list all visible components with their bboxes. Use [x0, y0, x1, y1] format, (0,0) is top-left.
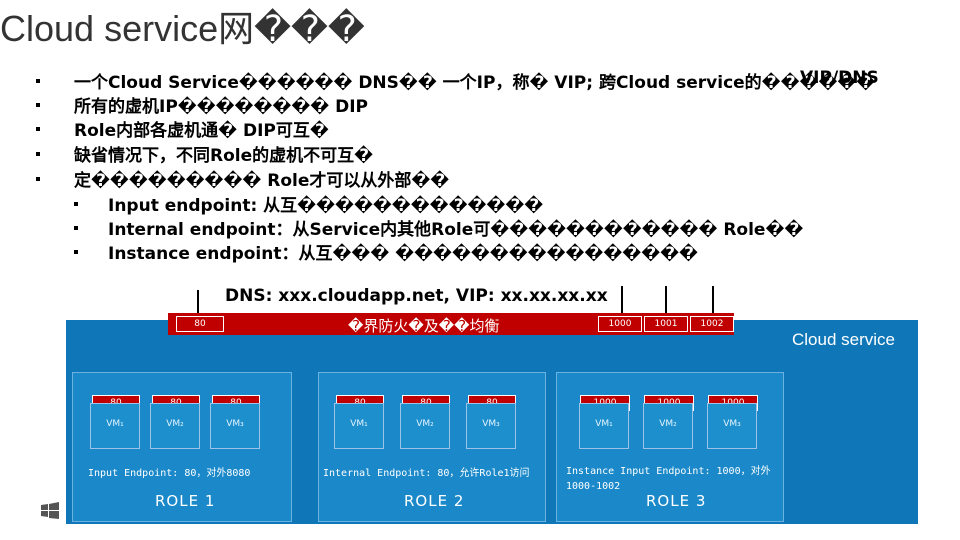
- bullet-dot: [36, 152, 40, 156]
- bullet-dot: [36, 177, 40, 181]
- role-1-vm-2: VM₂: [150, 403, 200, 449]
- page-title: Cloud service网���: [0, 8, 365, 49]
- sub-bullet-input-endpoint: Input endpoint: 从互�������������: [108, 196, 544, 216]
- role-1-caption: Input Endpoint: 80，对外8080: [88, 468, 251, 479]
- sub-bullet-dot: [74, 250, 78, 254]
- firewall-port-1002: 1002: [690, 316, 734, 332]
- role-1-vm-3: VM₃: [210, 403, 260, 449]
- bullet-1: 一个Cloud Service������ DNS�� 一个IP，称� VIP;…: [74, 73, 876, 93]
- firewall-port-80: 80: [176, 316, 224, 332]
- vip-dns-label: VIP/DNS: [800, 68, 879, 88]
- sub-bullet-dot: [74, 226, 78, 230]
- connector-line: [621, 286, 623, 316]
- role-3-caption: Instance Input Endpoint: 1000，对外 1000-10…: [566, 466, 771, 492]
- bullet-2: 所有的虚机IP�������� DIP: [74, 97, 369, 117]
- firewall-port-1000: 1000: [598, 316, 642, 332]
- role-2-vm-2: VM₂: [400, 403, 450, 449]
- bullet-dot: [36, 79, 40, 83]
- firewall-port-1001: 1001: [644, 316, 688, 332]
- connector-line: [197, 290, 199, 316]
- connector-line: [712, 286, 714, 316]
- cloud-service-label: Cloud service: [792, 330, 895, 349]
- dns-vip-label: DNS: xxx.cloudapp.net, VIP: xx.xx.xx.xx: [225, 286, 608, 306]
- role-1-name: ROLE 1: [155, 492, 216, 510]
- bullet-4: 缺省情况下，不同Role的虚机不可互�: [74, 146, 374, 166]
- sub-bullet-internal-endpoint: Internal endpoint：从Service内其他Role可������…: [108, 220, 804, 240]
- bullet-3: Role内部各虚机通� DIP可互�: [74, 121, 329, 141]
- role-3-vm-1: VM₁: [579, 403, 629, 449]
- role-2-vm-1: VM₁: [334, 403, 384, 449]
- role-3-name: ROLE 3: [646, 492, 707, 510]
- role-2-vm-3: VM₃: [466, 403, 516, 449]
- connector-line: [665, 286, 667, 316]
- role-1-vm-1: VM₁: [90, 403, 140, 449]
- bullet-5: 定��������� Role才可以从外部��: [74, 171, 450, 191]
- role-3-vm-2: VM₂: [643, 403, 693, 449]
- sub-bullet-dot: [74, 202, 78, 206]
- windows-logo-icon: [41, 502, 59, 519]
- bullet-dot: [36, 103, 40, 107]
- firewall-label: �界防火�及��均衡: [348, 317, 500, 335]
- role-3-vm-3: VM₃: [707, 403, 757, 449]
- sub-bullet-instance-endpoint: Instance endpoint：从互��� ����������������: [108, 244, 698, 264]
- role-2-name: ROLE 2: [404, 492, 465, 510]
- bullet-dot: [36, 127, 40, 131]
- role-2-caption: Internal Endpoint: 80，允许Role1访问: [323, 468, 530, 479]
- firewall-load-balancer-bar: [168, 313, 734, 335]
